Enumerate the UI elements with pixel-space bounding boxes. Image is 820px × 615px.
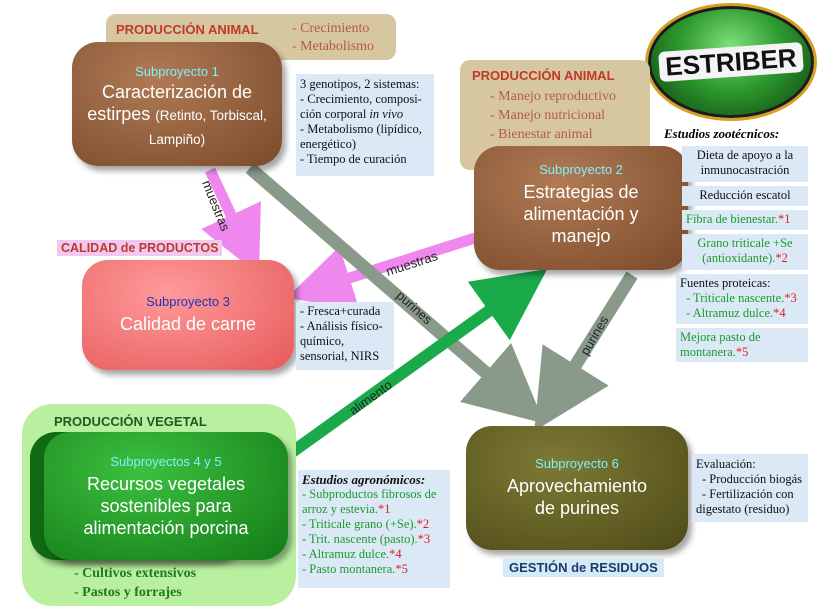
logo-text: ESTRIBER [664, 42, 798, 82]
subproyecto-1-label: Subproyecto 1 [135, 64, 219, 79]
arrow-purines-sp1-sp6 [245, 163, 545, 424]
info1-line-3: ción corporal in vivo [300, 107, 404, 121]
subproyecto-3-node[interactable]: Subproyecto 3 Calidad de carne [82, 260, 294, 370]
subproyecto-6-node[interactable]: Subproyecto 6 Aprovechamiento de purines [466, 426, 688, 550]
subproyecto-1-node[interactable]: Subproyecto 1 Caracterización de estirpe… [72, 42, 282, 166]
arrow-alimento-sp45-sp2 [284, 269, 548, 460]
vegetal-item-pastos: - Pastos y forrajes [74, 585, 182, 600]
produccion-vegetal-title: PRODUCCIÓN VEGETAL [54, 414, 207, 429]
produccion-animal-item-bienestar: - Bienestar animal [490, 127, 593, 142]
agro-box: Estudios agronómicos: - Subproductos fib… [298, 470, 450, 588]
calidad-productos-label: CALIDAD de PRODUCTOS [57, 240, 223, 256]
info1-line-1: 3 genotipos, 2 sistemas: [300, 77, 420, 91]
info1-line-6: - Tiempo de curación [300, 152, 407, 166]
info6-line-3: - Fertilización con [702, 487, 794, 501]
arrow-muestras-sp2-sp3 [286, 232, 477, 310]
subproyecto-1-detail: (Retinto, Torbiscal, Lampiño) [148, 108, 267, 147]
subproyecto-45-node[interactable]: Subproyectos 4 y 5 Recursos vegetales so… [44, 432, 288, 560]
info1-line-2: - Crecimiento, composi- [300, 92, 422, 106]
subproyecto-3-info: - Fresca+curada - Análisis físico- quími… [296, 302, 394, 370]
subproyecto-45-title: Recursos vegetales sostenibles para alim… [83, 474, 249, 538]
subproyecto-6-title: Aprovechamiento de purines [506, 476, 648, 518]
agro-title: Estudios agronómicos: [302, 472, 426, 487]
subproyecto-1-title: Caracterización de estirpes (Retinto, To… [87, 82, 267, 147]
info3-line-2: - Análisis físico- [300, 319, 383, 333]
subproyecto-6-label: Subproyecto 6 [535, 456, 619, 471]
zoo-box-3: Fibra de bienestar.*1 [682, 210, 808, 230]
zoo-box-5-line-1: Fuentes proteicas: [680, 276, 771, 290]
produccion-animal-item-reproductivo: - Manejo reproductivo [490, 89, 616, 104]
agro-row-6: - Pasto montanera.*5 [302, 562, 408, 576]
info3-line-3: químico, [300, 334, 345, 348]
info3-line-4: sensorial, NIRS [300, 349, 380, 363]
agro-row-5: - Altramuz dulce.*4 [302, 547, 402, 561]
agro-row-3: - Triticale grano (+Se).*2 [302, 517, 430, 531]
produccion-animal-item-nutricional: - Manejo nutricional [490, 108, 606, 123]
info6-line-2: - Producción biogás [702, 472, 802, 486]
zoo-box-6: Mejora pasto de montanera.*5 [676, 328, 808, 362]
subproyecto-3-title: Calidad de carne [119, 314, 257, 334]
subproyecto-3-label: Subproyecto 3 [146, 294, 230, 309]
subproyecto-2-label: Subproyecto 2 [539, 162, 623, 177]
produccion-animal-item-crecimiento: - Crecimiento [292, 21, 370, 36]
zoo-box-5-line-3: - Altramuz dulce.*4 [686, 306, 786, 320]
info3-line-1: - Fresca+curada [300, 304, 381, 318]
arrow-muestras-sp1-sp3 [201, 167, 261, 275]
gestion-residuos-label: GESTIÓN de RESIDUOS [503, 558, 664, 577]
vegetal-item-cultivos: - Cultivos extensivos [74, 566, 197, 581]
produccion-animal-title-1: PRODUCCIÓN ANIMAL [116, 22, 259, 37]
subproyecto-45-label: Subproyectos 4 y 5 [110, 454, 222, 469]
zoo-title: Estudios zootécnicos: [664, 126, 780, 141]
arrow-purines-sp2-sp6 [534, 271, 638, 432]
info6-line-4: digestato (residuo) [696, 502, 790, 516]
zoo-box-1: Dieta de apoyo a la inmunocastración [682, 146, 808, 182]
estriber-logo: ESTRIBER [648, 6, 814, 118]
zoo-box-6-line-1: Mejora pasto de [680, 330, 761, 344]
zoo-box-5: Fuentes proteicas: - Triticale nascente.… [676, 274, 808, 324]
zoo-box-5-line-2: - Triticale nascente.*3 [686, 291, 797, 305]
subproyecto-2-node[interactable]: Subproyecto 2 Estrategias de alimentació… [474, 146, 688, 270]
agro-row-4: - Trit. nascente (pasto).*3 [302, 532, 431, 546]
produccion-animal-item-metabolismo: - Metabolismo [292, 39, 375, 54]
info1-line-5: energético) [300, 137, 356, 151]
info1-line-4: - Metabolismo (lipídico, [300, 122, 422, 136]
info6-line-1: Evaluación: [696, 457, 756, 471]
subproyecto-6-info: Evaluación: - Producción biogás - Fertil… [692, 454, 808, 522]
produccion-animal-title-2: PRODUCCIÓN ANIMAL [472, 68, 615, 83]
zoo-box-4: Grano triticale +Se (antioxidante).*2 [682, 234, 808, 270]
subproyecto-2-title: Estrategias de alimentación y manejo [523, 182, 639, 246]
zoo-box-1-line-2: inmunocastración [700, 163, 790, 177]
agro-row-2: arroz y estevia.*1 [302, 502, 391, 516]
zoo-box-2: Reducción escatol [682, 186, 808, 206]
subproyecto-1-info: 3 genotipos, 2 sistemas: - Crecimiento, … [296, 74, 434, 176]
zoo-box-1-line-1: Dieta de apoyo a la [696, 148, 794, 162]
zoo-box-6-line-2: montanera.*5 [680, 345, 749, 359]
agro-row-1: - Subproductos fibrosos de [302, 487, 437, 501]
